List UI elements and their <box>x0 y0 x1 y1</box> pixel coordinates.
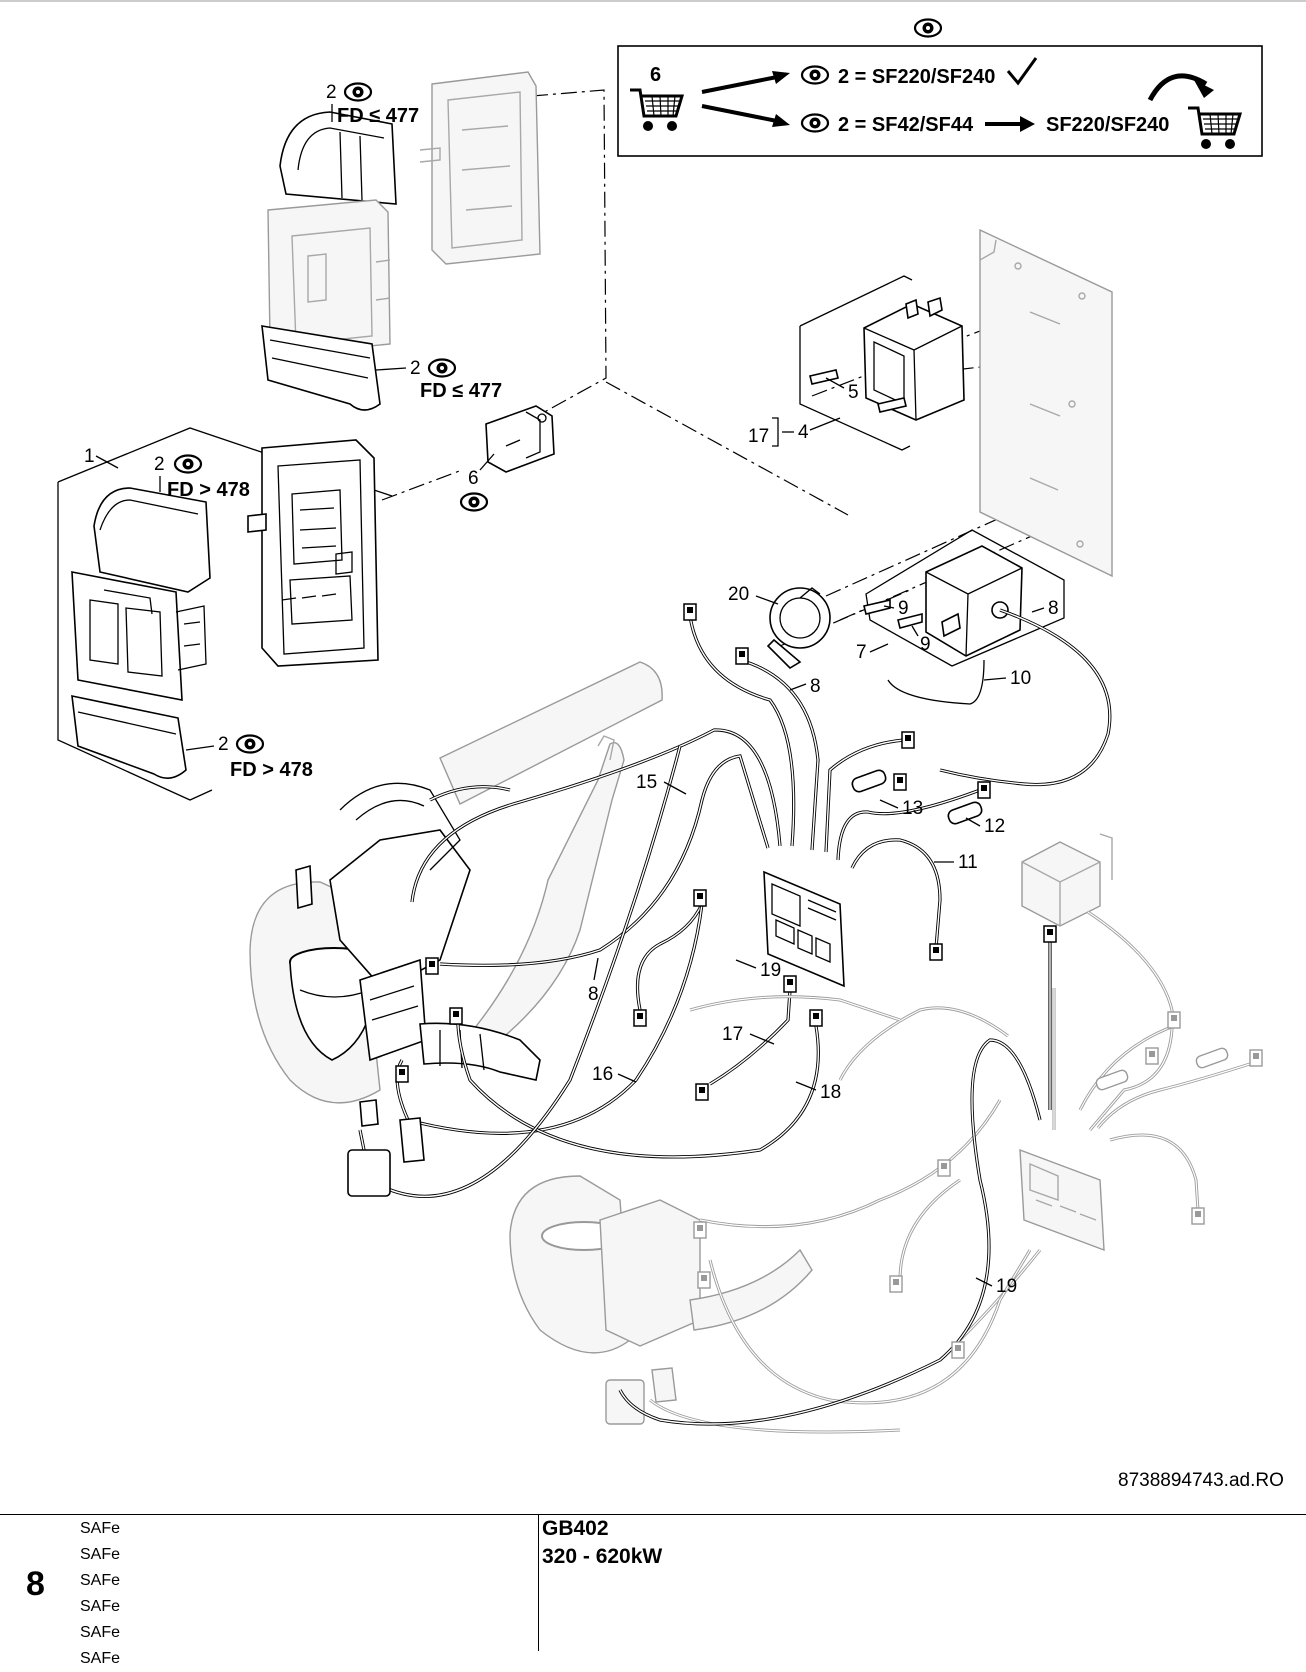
callout-10: 10 <box>1010 668 1031 689</box>
callout-7: 7 <box>856 642 867 663</box>
connector-plug <box>395 1065 409 1083</box>
callout-8c: 8 <box>588 984 599 1005</box>
callout-9b: 9 <box>920 634 931 655</box>
connector-plug <box>809 1009 823 1027</box>
connector-plug <box>977 781 991 799</box>
clip-part-6 <box>485 405 555 473</box>
wiring-harness-main <box>358 615 981 1198</box>
callout-8a: 8 <box>1048 598 1059 619</box>
connector-plug <box>893 773 907 791</box>
filter-12 <box>947 801 983 825</box>
control-unit-lower <box>57 427 393 801</box>
eye-icon <box>235 734 265 754</box>
variant-item: SAFe <box>80 1546 121 1563</box>
legend-line2-target: SF220/SF240 <box>1046 114 1169 136</box>
callout-2c: 2 <box>154 454 165 475</box>
callout-8b: 8 <box>810 676 821 697</box>
filter-13 <box>851 769 887 793</box>
wiring-harness-ghost-black <box>618 940 1052 1426</box>
connector-plug <box>683 603 697 621</box>
control-unit-upper <box>261 71 541 411</box>
wiring-harness-ghost <box>649 910 1257 1434</box>
legend-box: 6 2 = SF220/SF240 2 = SF42/SF44 SF220/SF… <box>617 45 1263 157</box>
callout-1: 1 <box>84 446 95 467</box>
connector-plug <box>951 1341 965 1359</box>
ignition-plug <box>347 1099 425 1197</box>
model-name: GB402 <box>542 1517 609 1540</box>
connector-plug <box>1145 1047 1159 1065</box>
connector-plug <box>735 647 749 665</box>
note-fd-le-477a: FD ≤ 477 <box>337 105 419 127</box>
connector-plug <box>695 1083 709 1101</box>
variant-item: SAFe <box>80 1598 121 1615</box>
eye-icon <box>800 113 830 133</box>
burner-assembly-ghost <box>509 833 1113 1425</box>
eye-icon <box>343 82 373 102</box>
checkmark-icon <box>1006 57 1038 86</box>
callout-9a: 9 <box>898 598 909 619</box>
connector-plug <box>937 1159 951 1177</box>
connector-plug <box>693 1221 707 1239</box>
callout-17b: 17 <box>722 1024 743 1045</box>
circuit-board <box>763 870 845 988</box>
callout-6: 6 <box>468 468 479 489</box>
mounting-plate <box>979 228 1113 578</box>
callout-15: 15 <box>636 772 657 793</box>
note-fd-le-477b: FD ≤ 477 <box>420 380 502 402</box>
note-fd-gt-478a: FD > 478 <box>167 479 250 501</box>
exploded-parts-diagram: 6 2 = SF220/SF240 2 = SF42/SF44 SF220/SF… <box>0 0 1306 1491</box>
callout-18: 18 <box>820 1082 841 1103</box>
variant-item: SAFe <box>80 1624 121 1641</box>
connector-plug <box>697 1271 711 1289</box>
connector-plug <box>889 1275 903 1293</box>
power-range: 320 - 620kW <box>542 1545 663 1568</box>
arrow-right-icon <box>701 74 783 94</box>
burner-assembly <box>249 661 663 1104</box>
callout-11: 11 <box>958 852 978 873</box>
pressure-switch-7 <box>863 529 1065 667</box>
connector-plug <box>633 1009 647 1027</box>
connector-plug <box>783 975 797 993</box>
connector-plug <box>449 1007 463 1025</box>
connector-plug <box>1043 925 1057 943</box>
note-fd-gt-478b: FD > 478 <box>230 759 313 781</box>
callout-19b: 19 <box>996 1276 1017 1297</box>
connector-plug <box>1167 1011 1181 1029</box>
air-pressure-switch-20 <box>766 587 831 670</box>
legend-cart-qty: 6 <box>650 64 661 86</box>
connector-plug <box>425 957 439 975</box>
variant-list: SAFe SAFe SAFe SAFe SAFe SAFe <box>80 1516 120 1672</box>
callout-2b: 2 <box>410 358 421 379</box>
eye-icon <box>913 18 943 38</box>
callout-16: 16 <box>592 1064 613 1085</box>
legend-line2: 2 = SF42/SF44 <box>838 114 974 136</box>
legend-line1: 2 = SF220/SF240 <box>838 66 995 88</box>
eye-icon <box>173 454 203 474</box>
callout-17a: 17 <box>748 426 769 447</box>
variant-item: SAFe <box>80 1572 121 1589</box>
page-number: 8 <box>26 1565 45 1603</box>
footer: 8 SAFe SAFe SAFe SAFe SAFe SAFe GB402 32… <box>0 1514 1306 1667</box>
ignition-transformer-4 <box>799 275 965 451</box>
callout-2a: 2 <box>326 82 337 103</box>
connector-plug <box>929 943 943 961</box>
connector-plug <box>1249 1049 1263 1067</box>
callout-19a: 19 <box>760 960 781 981</box>
callout-2d: 2 <box>218 734 229 755</box>
footer-divider <box>538 1515 539 1651</box>
callout-4: 4 <box>798 422 809 443</box>
connector-plug <box>901 731 915 749</box>
connector-plug <box>693 889 707 907</box>
callout-13: 13 <box>902 798 923 819</box>
document-code: 8738894743.ad.RO <box>1118 1470 1284 1491</box>
connector-plug <box>1191 1207 1205 1225</box>
eye-icon <box>459 492 489 512</box>
callout-5: 5 <box>848 382 859 403</box>
variant-item: SAFe <box>80 1520 121 1537</box>
callout-20: 20 <box>728 584 749 605</box>
curved-arrow-icon <box>1147 73 1208 102</box>
callout-12: 12 <box>984 816 1005 837</box>
eye-icon <box>427 358 457 378</box>
eye-icon <box>800 65 830 85</box>
